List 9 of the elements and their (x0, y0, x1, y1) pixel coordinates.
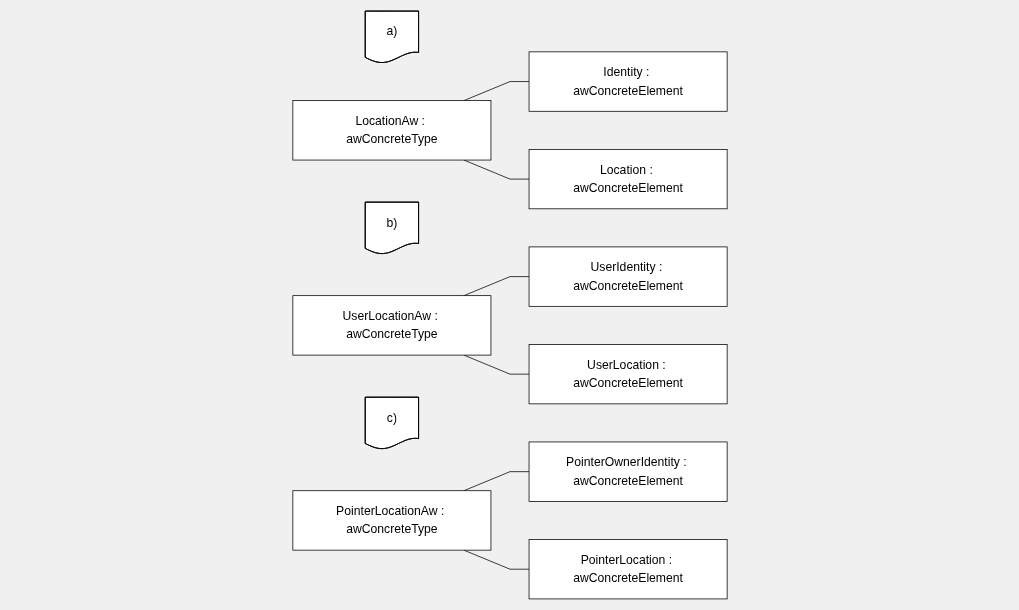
node-box: PointerLocation : awConcreteElement (528, 539, 727, 600)
node-box: PointerOwnerIdentity : awConcreteElement (528, 441, 727, 502)
node-box: Identity : awConcreteElement (528, 51, 727, 112)
node-box: UserLocationAw : awConcreteType (292, 295, 491, 356)
node-box: LocationAw : awConcreteType (292, 100, 491, 161)
node-box: PointerLocationAw : awConcreteType (292, 490, 491, 551)
node-box: Location : awConcreteElement (528, 149, 727, 210)
node-box: UserLocation : awConcreteElement (528, 344, 727, 405)
node-box: UserIdentity : awConcreteElement (528, 246, 727, 307)
